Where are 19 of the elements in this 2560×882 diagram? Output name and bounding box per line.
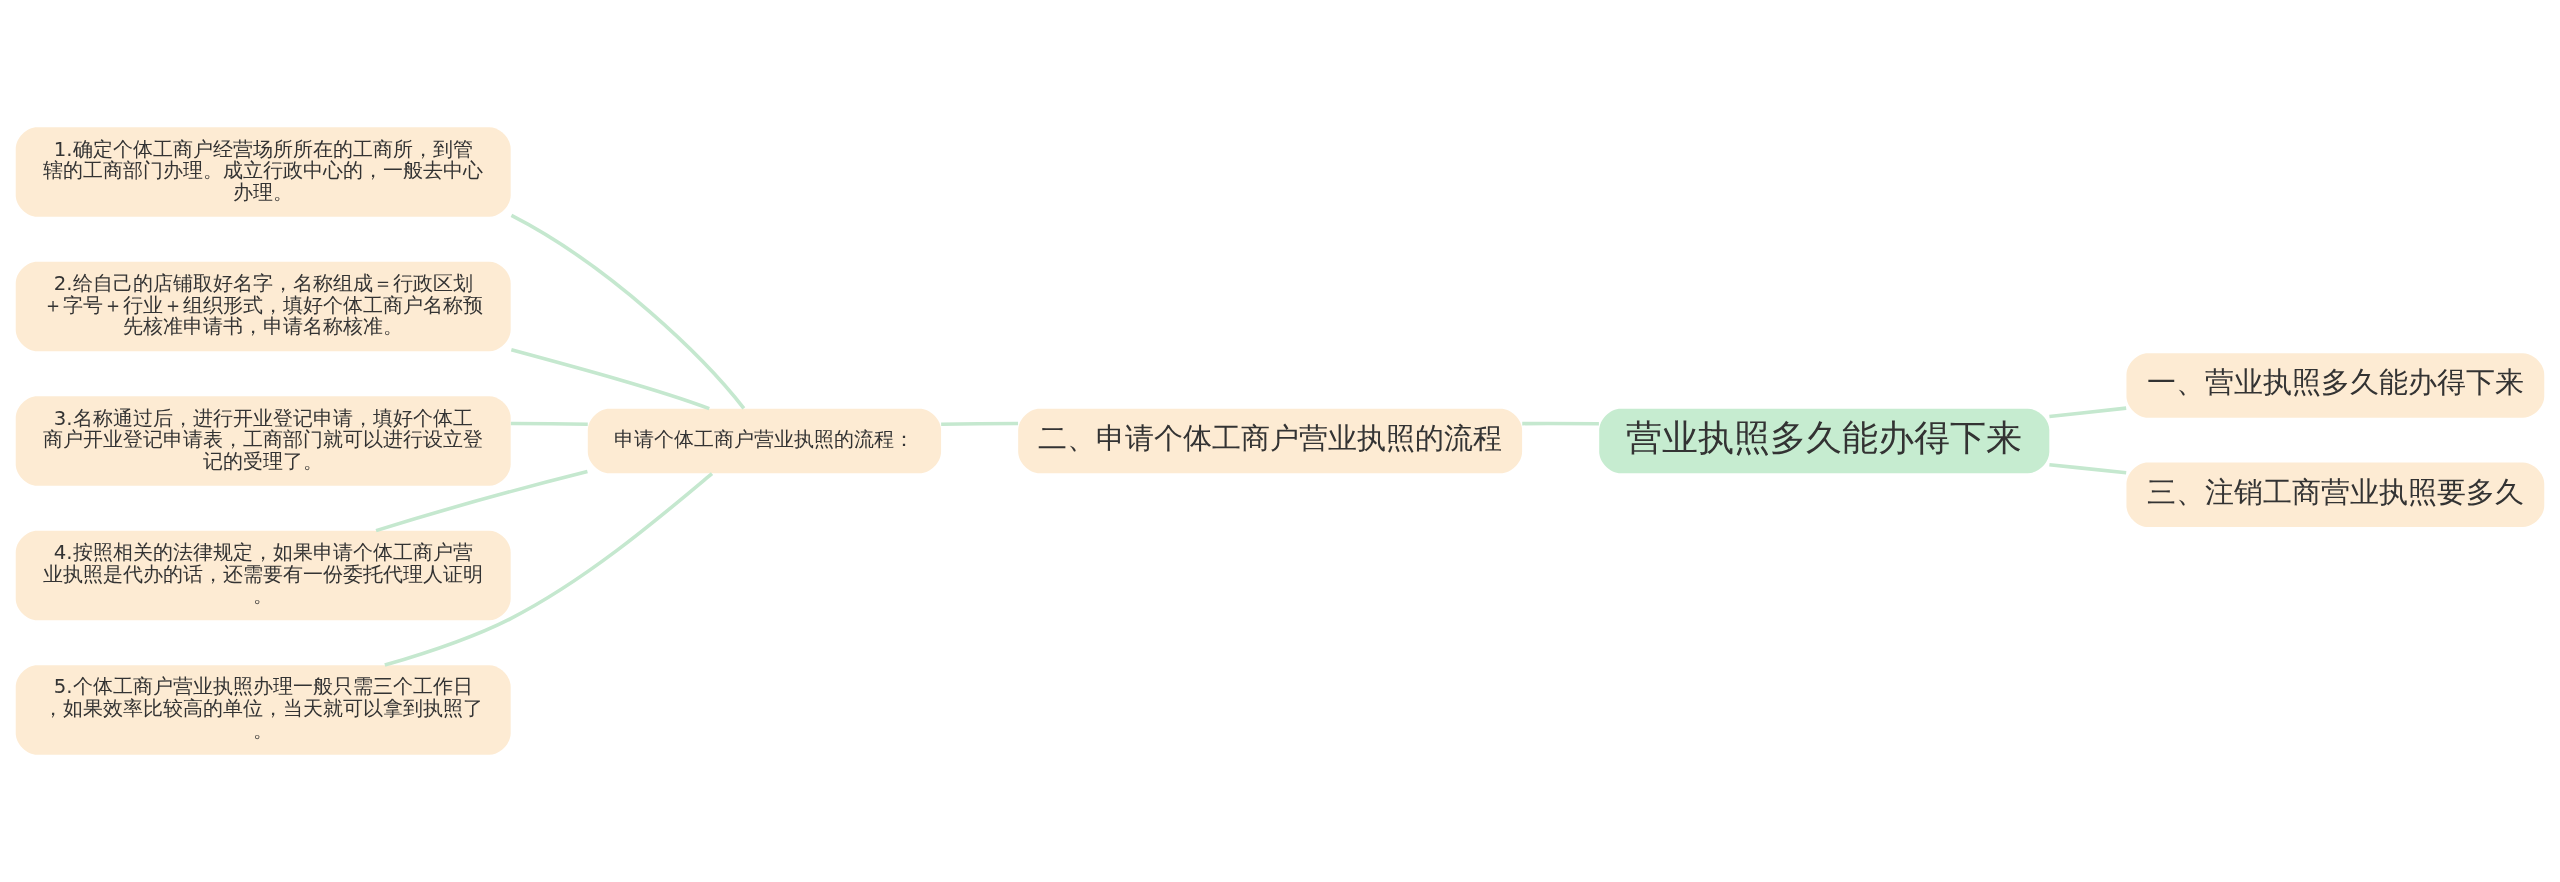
node-box: 1.确定个体工商户经营场所所在的工商所，到管辖的工商部门办理。成立行政中心的，一般去中心办理。 xyxy=(15,127,511,217)
node-box: 5.个体工商户营业执照办理一般只需三个工作日，如果效率比较高的单位，当天就可以拿到执照了。 xyxy=(15,665,511,755)
node-box: 申请个体工商户营业执照的流程： xyxy=(587,408,942,474)
node-box: 营业执照多久能办得下来 xyxy=(1599,408,2050,474)
node-box: 二、申请个体工商户营业执照的流程 xyxy=(1018,408,1523,474)
connector xyxy=(510,213,746,410)
node-box: 4.按照相关的法律规定，如果申请个体工商户营业执照是代办的话，还需要有一份委托代理人证明。 xyxy=(15,530,511,621)
connector xyxy=(1522,421,1599,426)
node-box: 三、注销工商营业执照要多久 xyxy=(2126,462,2545,528)
connector xyxy=(510,421,588,426)
node-box: 一、营业执照多久能办得下来 xyxy=(2126,353,2545,418)
node-box: 3.名称通过后，进行开业登记申请，填好个体工商户开业登记申请表，工商部门就可以进行设立登记的受理了。 xyxy=(15,396,511,486)
connector xyxy=(2049,406,2127,419)
connector xyxy=(375,469,588,533)
connector xyxy=(384,472,714,667)
connector xyxy=(510,348,710,411)
node-box: 2.给自己的店铺取好名字，名称组成＝行政区划＋字号＋行业＋组织形式，填好个体工商户名称预先核准申请书，申请名称核准。 xyxy=(15,261,511,352)
connector xyxy=(2049,462,2127,475)
connector xyxy=(941,421,1019,427)
